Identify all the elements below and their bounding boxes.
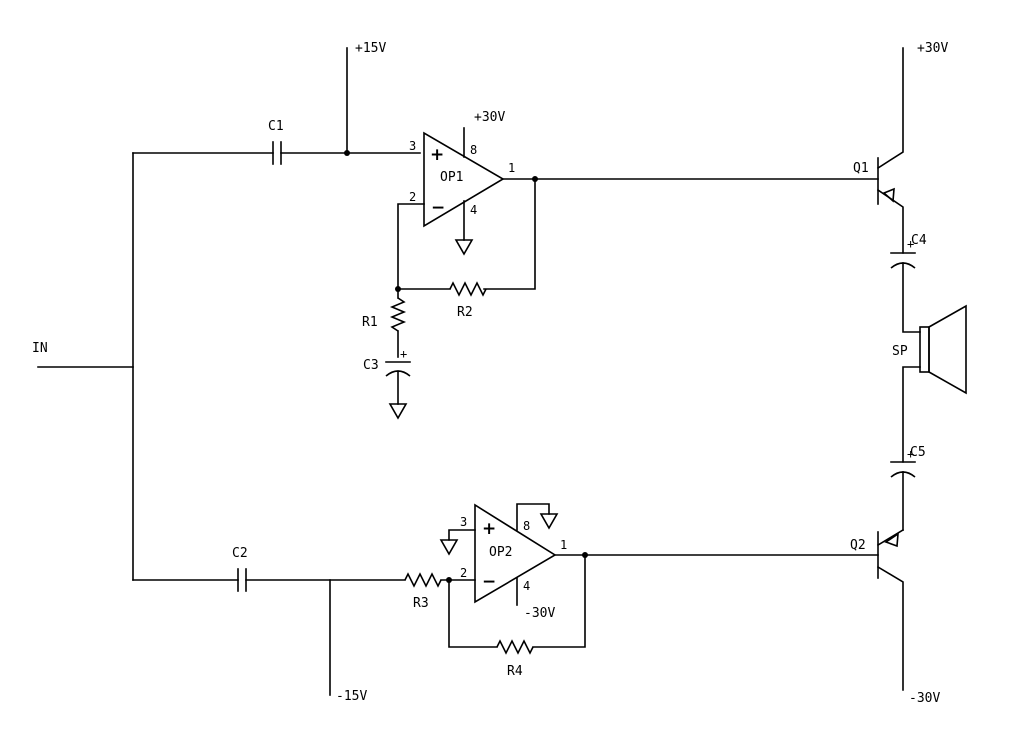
r4-label: R4 (507, 664, 523, 679)
plus15-label: +15V (355, 41, 386, 56)
op2-pin3: 3 (460, 515, 467, 529)
c2-label: C2 (232, 546, 248, 561)
q2-label: Q2 (850, 538, 866, 553)
plus30-label: +30V (917, 41, 948, 56)
minus15-label: -15V (336, 689, 367, 704)
op1-pin3: 3 (409, 139, 416, 153)
op2-plus-sign: + (482, 519, 496, 539)
transistor-q2 (584, 528, 905, 691)
op-amp-op1 (423, 127, 536, 256)
capacitor-c5 (890, 461, 916, 531)
capacitor-c3 (385, 361, 411, 420)
input-wiring (37, 152, 274, 581)
op2-pin1: 1 (560, 538, 567, 552)
op2-minus-sign: − (482, 572, 496, 592)
c1-label: C1 (268, 119, 284, 134)
op1-name: OP1 (440, 170, 463, 185)
c5-label: C5 (910, 445, 926, 460)
op2-pin2: 2 (460, 566, 467, 580)
op1-minus-sign: − (431, 198, 445, 218)
c3-label: C3 (363, 358, 379, 373)
op2-pin4: 4 (523, 579, 530, 593)
transistor-q1 (876, 47, 904, 254)
c5-polarity: + (907, 447, 914, 461)
minus30-label: -30V (909, 691, 940, 706)
q1-label: Q1 (853, 161, 869, 176)
op2-pin8: 8 (523, 519, 530, 533)
op1-pin8: 8 (470, 143, 477, 157)
sp-label: SP (892, 344, 908, 359)
resistor-r1 (389, 288, 407, 358)
r3-label: R3 (413, 596, 429, 611)
input-label: IN (32, 341, 48, 356)
op1-supply-label: +30V (474, 110, 505, 125)
op-amp-op2 (439, 503, 588, 606)
op2-supply-label: -30V (524, 606, 555, 621)
op1-pin4: 4 (470, 203, 477, 217)
plus15-rail (344, 47, 350, 156)
resistor-r2 (449, 281, 487, 297)
op1-feedback (395, 176, 538, 292)
op1-pin2: 2 (409, 190, 416, 204)
op2-feedback (448, 554, 586, 655)
r2-label: R2 (457, 305, 473, 320)
c3-polarity: + (400, 347, 407, 361)
capacitor-c1 (272, 141, 421, 165)
op2-name: OP2 (489, 545, 512, 560)
capacitor-c4 (890, 252, 921, 333)
op1-plus-sign: + (430, 145, 444, 165)
speaker-sp (902, 304, 967, 463)
c4-polarity: + (907, 237, 914, 251)
r1-label: R1 (362, 315, 378, 330)
c4-label: C4 (911, 233, 927, 248)
capacitor-c2 (237, 568, 406, 592)
op1-pin1: 1 (508, 161, 515, 175)
